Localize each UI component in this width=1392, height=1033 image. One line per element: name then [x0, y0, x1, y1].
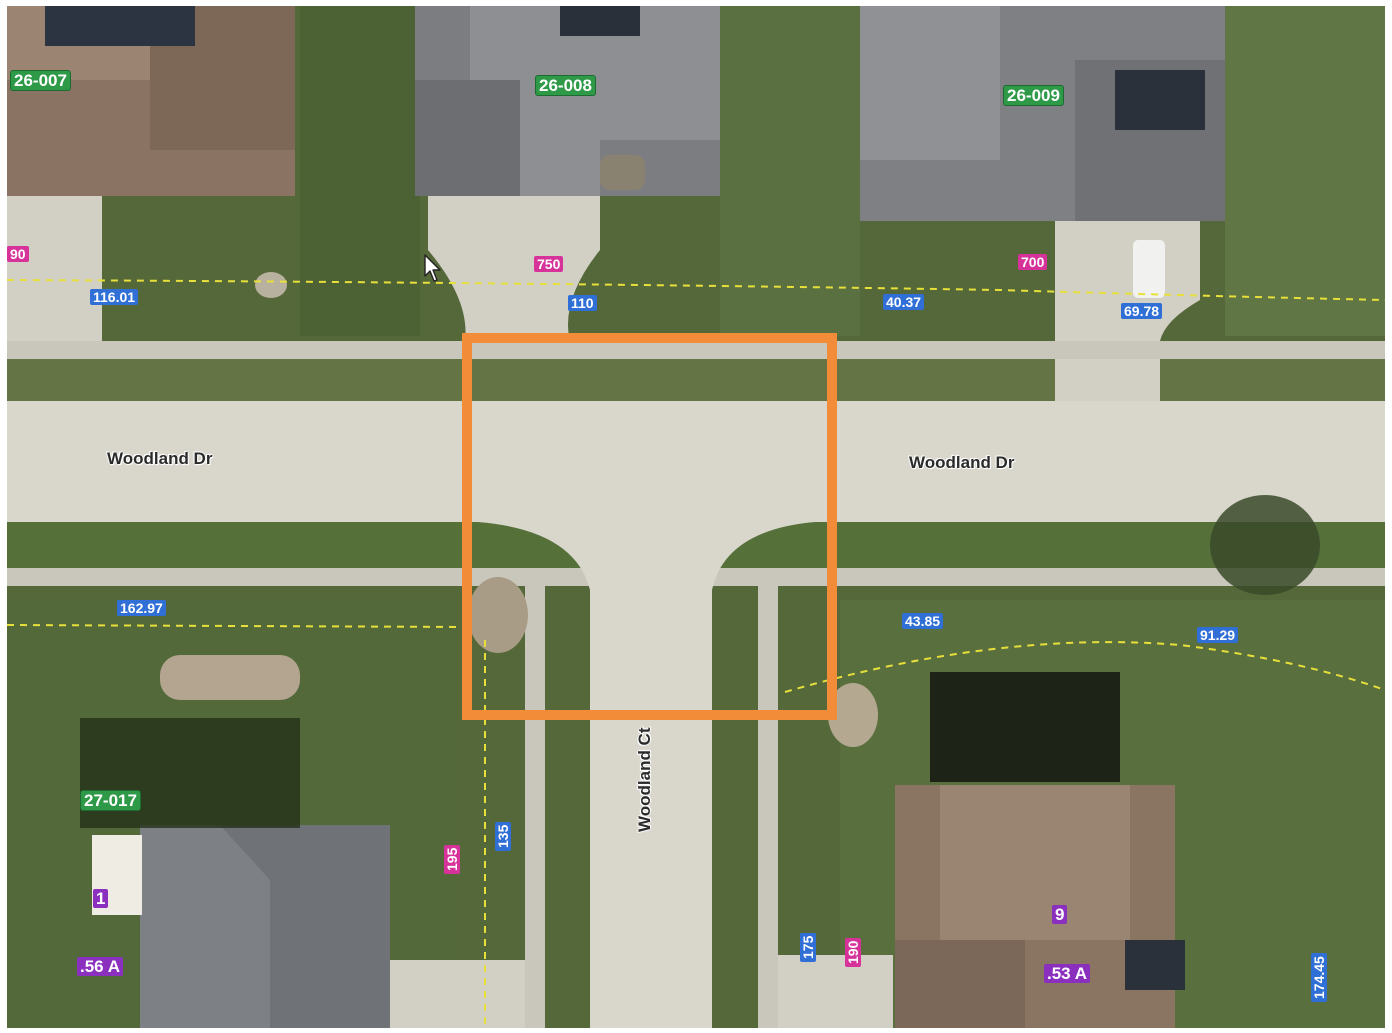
house-lot-9 — [895, 785, 1185, 1028]
parcel-id-27-017: 27-017 — [81, 791, 140, 810]
dimension-label-110: 110 — [568, 295, 597, 311]
selection-highlight-box[interactable] — [462, 333, 837, 720]
driveway-750 — [428, 196, 600, 341]
parcel-id-26-009: 26-009 — [1004, 86, 1063, 105]
parcel-id-26-007: 26-007 — [11, 71, 70, 90]
acreage-label-053: .53 A — [1044, 964, 1091, 983]
dimension-label-116-01: 116.01 — [90, 289, 139, 305]
street-label-woodland-ct: Woodland Ct — [635, 727, 654, 833]
address-label-90: 90 — [7, 246, 29, 262]
dimension-label-43-85: 43.85 — [902, 613, 944, 629]
north-sidewalk — [7, 341, 1385, 359]
street-label-woodland-dr-west: Woodland Dr — [107, 449, 213, 468]
house-26-007 — [7, 6, 295, 196]
address-label-190: 190 — [845, 937, 861, 967]
dimension-label-135: 135 — [495, 821, 511, 851]
acreage-label-056: .56 A — [77, 957, 124, 976]
parcel-boundaries — [6, 279, 1386, 1028]
lot-number-label-9: 9 — [1052, 905, 1068, 924]
dimension-label-175: 175 — [800, 932, 816, 962]
address-label-750: 750 — [534, 256, 564, 272]
woodland-ct-road — [478, 522, 815, 1028]
parcel-id-26-008: 26-008 — [536, 76, 595, 95]
house-26-009 — [860, 6, 1225, 221]
dimension-label-174-45: 174.45 — [1311, 953, 1327, 1002]
dimension-label-69-78: 69.78 — [1121, 303, 1163, 319]
woodland-dr-road — [7, 401, 1385, 522]
dimension-label-162-97: 162.97 — [117, 600, 166, 616]
house-shadow — [930, 672, 1120, 782]
parked-truck — [1133, 240, 1165, 298]
address-label-195: 195 — [444, 844, 460, 874]
lot-number-label-1: 1 — [93, 889, 109, 908]
address-label-700: 700 — [1018, 254, 1048, 270]
house-27-017 — [92, 825, 390, 1028]
mouse-pointer-icon — [424, 254, 441, 282]
house-26-008 — [415, 6, 720, 196]
street-label-woodland-dr-east: Woodland Dr — [909, 453, 1015, 472]
dimension-label-91-29: 91.29 — [1197, 627, 1239, 643]
dimension-label-40-37: 40.37 — [883, 294, 925, 310]
